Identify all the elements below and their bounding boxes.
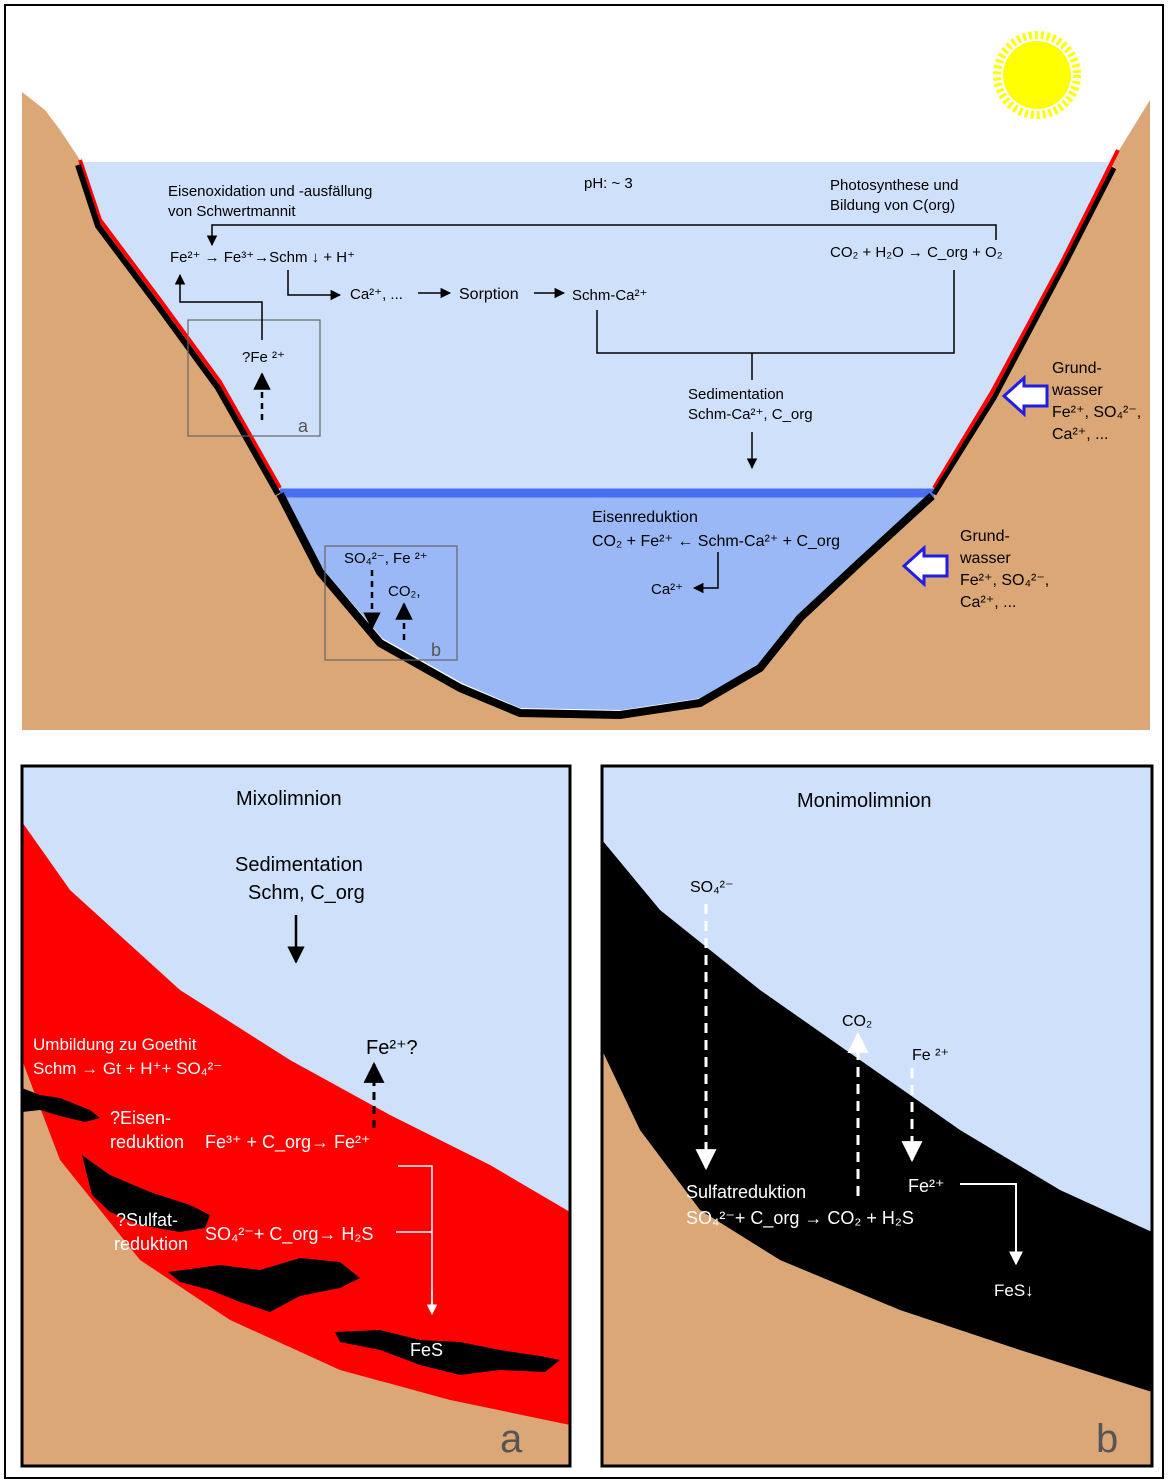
sulfate-reduction-eq-a: SO₄²⁻+ C_org→ H₂S [205, 1224, 373, 1245]
groundwater-arrow-icon [901, 544, 949, 588]
fe-return-arrow [174, 273, 263, 340]
sediment-right [931, 166, 1117, 496]
ca-release-label: Ca²⁺ [651, 581, 683, 598]
panel-b-title: Monimolimnion [797, 790, 932, 812]
outer-frame [4, 4, 1164, 1479]
schm-ca-collector [596, 270, 955, 354]
fe-oxidation-equation: Fe²⁺ → Fe³⁺→Schm ↓ + H⁺ [170, 249, 355, 266]
panel-b-border [600, 764, 1154, 1468]
goethite-text: Umbildung zu Goethit Schm → Gt + H⁺+ SO₄… [33, 1035, 222, 1078]
fes-label-a: FeS [410, 1340, 443, 1360]
iron-layer-right [932, 149, 1120, 490]
sediment-bottom [276, 492, 935, 720]
zoom-box-a [187, 319, 321, 437]
sun-icon [993, 31, 1081, 119]
panel-b-corner-label: b [1096, 1417, 1118, 1461]
sorption-label: Sorption [459, 286, 519, 303]
groundwater-upper-text: Grund- wasser Fe²⁺, SO₄²⁻, Ca²⁺, ... [1051, 360, 1146, 443]
ca-release-arrow [692, 552, 719, 594]
sedimentation-text: Sedimentation Schm-Ca²⁺, C_org [688, 386, 813, 423]
zoom-box-a-label: a [298, 416, 309, 436]
sediment-patch [22, 1088, 100, 1122]
panel-a-iron-layer [22, 822, 570, 1425]
panel-a-soil [22, 1060, 570, 1466]
sediment-left [75, 164, 281, 496]
ph-label: pH: ~ 3 [584, 175, 633, 192]
overview-panel: pH: ~ 3 Eisenoxidation und -ausfällung v… [22, 31, 1150, 730]
panel-b-monimolimnion: Monimolimnion SO₄²⁻ CO₂ Fe ²⁺ Sulfatredu… [600, 764, 1154, 1468]
sediment-patch [82, 1155, 210, 1232]
box-b-co2: CO₂, [388, 583, 421, 600]
panel-b-soil [602, 1050, 1152, 1466]
fe-question-a: Fe²⁺? [366, 1037, 418, 1059]
soil [22, 92, 1150, 730]
groundwater-arrow-icon [1001, 374, 1049, 418]
iron-layer-left [78, 159, 282, 489]
iron-reduction-eq-a: Fe³⁺ + C_org→ Fe²⁺ [205, 1132, 371, 1153]
groundwater-lower-text: Grund- wasser Fe²⁺, SO₄²⁻, Ca²⁺, ... [959, 528, 1054, 611]
photosynthesis-equation: CO₂ + H₂O → C_org + O₂ [830, 244, 1003, 261]
so4-label-b: SO₄²⁻ [690, 879, 733, 896]
sulfate-reduction-eq-b: SO₄²⁻+ C_org → CO₂ + H₂S [686, 1208, 914, 1229]
photosynthesis-to-oxidation-arrow [206, 224, 997, 247]
panel-a-corner-label: a [500, 1417, 523, 1461]
co2-label-b: CO₂ [842, 1013, 872, 1030]
sorption-ca: Ca²⁺, ... [350, 286, 403, 303]
panel-a-sedimentation: Sedimentation Schm, C_org [235, 854, 368, 904]
fe2-label-b: Fe²⁺ [908, 1176, 945, 1196]
zoom-box-b [324, 545, 458, 661]
panel-a-mixolimnion: Mixolimnion Sedimentation Schm, C_org Um… [20, 764, 572, 1468]
fe-question-label: ?Fe ²⁺ [242, 349, 285, 366]
iron-reduction-text: Eisenreduktion CO₂ + Fe²⁺ ← Schm-Ca²⁺ + … [592, 509, 840, 550]
sorption-product: Schm-Ca²⁺ [572, 287, 647, 304]
sulfate-reduction-label-b: Sulfatreduktion [686, 1182, 806, 1202]
fe-label-b: Fe ²⁺ [912, 1047, 949, 1064]
iron-reduction-label-a: ?Eisen- reduktion [110, 1108, 184, 1152]
zoom-box-b-label: b [431, 640, 441, 660]
sediment-patch [168, 1258, 360, 1312]
panel-a-border [20, 764, 572, 1468]
sorption-start-arrow [287, 270, 342, 301]
fe-to-fes-arrow [398, 1165, 433, 1310]
sulfate-reduction-label-a: ?Sulfat- reduktion [114, 1210, 188, 1254]
oxidation-title: Eisenoxidation und -ausfällung von Schwe… [168, 183, 376, 220]
fes-label-b: FeS↓ [994, 1281, 1034, 1300]
sediment-patch [335, 1330, 560, 1375]
fe-to-fes-arrow-b [960, 1183, 1017, 1260]
photosynthesis-title: Photosynthese und Bildung von C(org) [830, 177, 963, 214]
panel-a-title: Mixolimnion [236, 788, 342, 810]
box-b-species: SO₄²⁻, Fe ²⁺ [344, 550, 428, 567]
